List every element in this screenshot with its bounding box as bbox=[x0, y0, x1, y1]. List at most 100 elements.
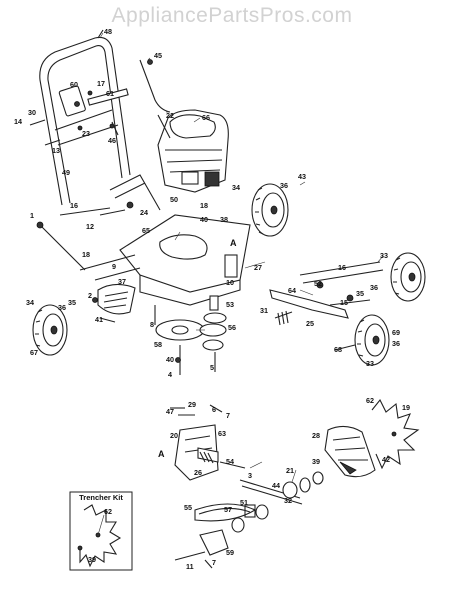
callout-36-rear: 36 bbox=[280, 181, 288, 190]
callout-59: 59 bbox=[226, 548, 234, 557]
callout-44: 44 bbox=[272, 481, 280, 490]
callout-8: 8 bbox=[150, 320, 154, 329]
marker-a-upper: A bbox=[230, 238, 237, 248]
callout-4: 4 bbox=[168, 370, 172, 379]
callout-55: 55 bbox=[184, 503, 192, 512]
callout-21: 21 bbox=[286, 466, 294, 475]
callout-58: 58 bbox=[154, 340, 162, 349]
callout-14: 14 bbox=[14, 117, 22, 126]
callout-10: 10 bbox=[226, 278, 234, 287]
callout-34-rear: 34 bbox=[232, 183, 240, 192]
callout-35-left: 35 bbox=[68, 298, 76, 307]
callout-54: 54 bbox=[226, 457, 234, 466]
callout-33-lower: 33 bbox=[366, 359, 374, 368]
callout-42: 42 bbox=[382, 455, 390, 464]
callout-69: 69 bbox=[392, 328, 400, 337]
callout-50: 50 bbox=[170, 195, 178, 204]
wheel-front-right-upper bbox=[390, 252, 426, 302]
wheel-front-right-lower bbox=[354, 314, 390, 366]
callout-61: 61 bbox=[106, 89, 114, 98]
edger-blade bbox=[371, 398, 420, 470]
callout-1: 1 bbox=[30, 211, 34, 220]
callout-29: 29 bbox=[188, 400, 196, 409]
pivot-arms bbox=[269, 261, 384, 351]
handle-assembly bbox=[29, 29, 171, 206]
engine bbox=[157, 109, 229, 193]
callout-45: 45 bbox=[154, 51, 162, 60]
callout-40-upper: 40 bbox=[200, 215, 208, 224]
edger-head-assembly bbox=[170, 404, 324, 520]
callout-32: 32 bbox=[284, 496, 292, 505]
callout-52: 52 bbox=[314, 279, 322, 288]
leader-lines bbox=[99, 32, 384, 483]
pulley-group bbox=[154, 295, 227, 375]
callout-40-lower: 40 bbox=[166, 355, 174, 364]
callout-36-right: 36 bbox=[370, 283, 378, 292]
callout-7-lower: 7 bbox=[212, 558, 216, 567]
callout-37: 37 bbox=[118, 277, 126, 286]
watermark-text: AppliancePartsPros.com bbox=[112, 4, 353, 27]
callout-41: 41 bbox=[95, 315, 103, 324]
callout-15: 15 bbox=[340, 298, 348, 307]
callout-39-main: 39 bbox=[312, 457, 320, 466]
callout-18-lower: 18 bbox=[82, 250, 90, 259]
callout-16-right: 16 bbox=[338, 263, 346, 272]
callout-30: 30 bbox=[28, 108, 36, 117]
callout-19: 19 bbox=[402, 403, 410, 412]
callout-68: 68 bbox=[334, 345, 342, 354]
callout-25: 25 bbox=[306, 319, 314, 328]
callout-66: 66 bbox=[202, 113, 210, 122]
callout-60: 60 bbox=[70, 80, 78, 89]
callout-38: 38 bbox=[220, 215, 228, 224]
callout-65: 65 bbox=[142, 226, 150, 235]
wheel-rear-right bbox=[251, 183, 289, 237]
callout-16-upper: 16 bbox=[70, 201, 78, 210]
callout-31: 31 bbox=[260, 306, 268, 315]
callout-39-kit: 39 bbox=[88, 555, 96, 564]
callout-11: 11 bbox=[186, 562, 194, 571]
callout-36-left: 36 bbox=[58, 303, 66, 312]
callout-57: 57 bbox=[224, 505, 232, 514]
callout-53: 53 bbox=[226, 300, 234, 309]
callout-62-main: 62 bbox=[366, 396, 374, 405]
callout-5: 5 bbox=[210, 363, 214, 372]
callout-27: 27 bbox=[254, 263, 262, 272]
callout-62-kit: 62 bbox=[104, 507, 112, 516]
callout-51: 51 bbox=[240, 498, 248, 507]
callout-18-upper: 18 bbox=[200, 201, 208, 210]
marker-a-lower: A bbox=[158, 449, 165, 459]
callout-7-upper: 7 bbox=[226, 411, 230, 420]
callout-2: 2 bbox=[88, 291, 92, 300]
belt-assembly bbox=[174, 503, 257, 569]
trencher-kit-inset: Trencher Kit bbox=[69, 491, 133, 571]
deck-frame bbox=[36, 174, 251, 306]
callout-49: 49 bbox=[62, 168, 70, 177]
callout-64: 64 bbox=[288, 286, 296, 295]
callout-34-left: 34 bbox=[26, 298, 34, 307]
callout-3: 3 bbox=[248, 471, 252, 480]
callout-12: 12 bbox=[86, 222, 94, 231]
callout-labels: 48 45 17 60 61 30 14 22 66 23 46 13 49 4… bbox=[14, 27, 410, 571]
callout-36-lower: 36 bbox=[392, 339, 400, 348]
callout-63: 63 bbox=[218, 429, 226, 438]
wheel-rear-left bbox=[32, 304, 68, 356]
callout-9: 9 bbox=[112, 262, 116, 271]
callout-35-right: 35 bbox=[356, 289, 364, 298]
callout-20: 20 bbox=[170, 431, 178, 440]
callout-23: 23 bbox=[82, 129, 90, 138]
callout-28: 28 bbox=[312, 431, 320, 440]
callout-6: 6 bbox=[212, 405, 216, 414]
callout-24: 24 bbox=[140, 208, 148, 217]
callout-67: 67 bbox=[30, 348, 38, 357]
kit-title: Trencher Kit bbox=[79, 493, 123, 502]
callout-33-upper: 33 bbox=[380, 251, 388, 260]
callout-48: 48 bbox=[104, 27, 112, 36]
front-left-bracket bbox=[92, 283, 136, 323]
callout-43: 43 bbox=[298, 172, 306, 181]
callout-26: 26 bbox=[194, 468, 202, 477]
callout-56: 56 bbox=[228, 323, 236, 332]
blade-guard bbox=[324, 425, 376, 478]
callout-47: 47 bbox=[166, 407, 174, 416]
callout-13: 13 bbox=[52, 146, 60, 155]
